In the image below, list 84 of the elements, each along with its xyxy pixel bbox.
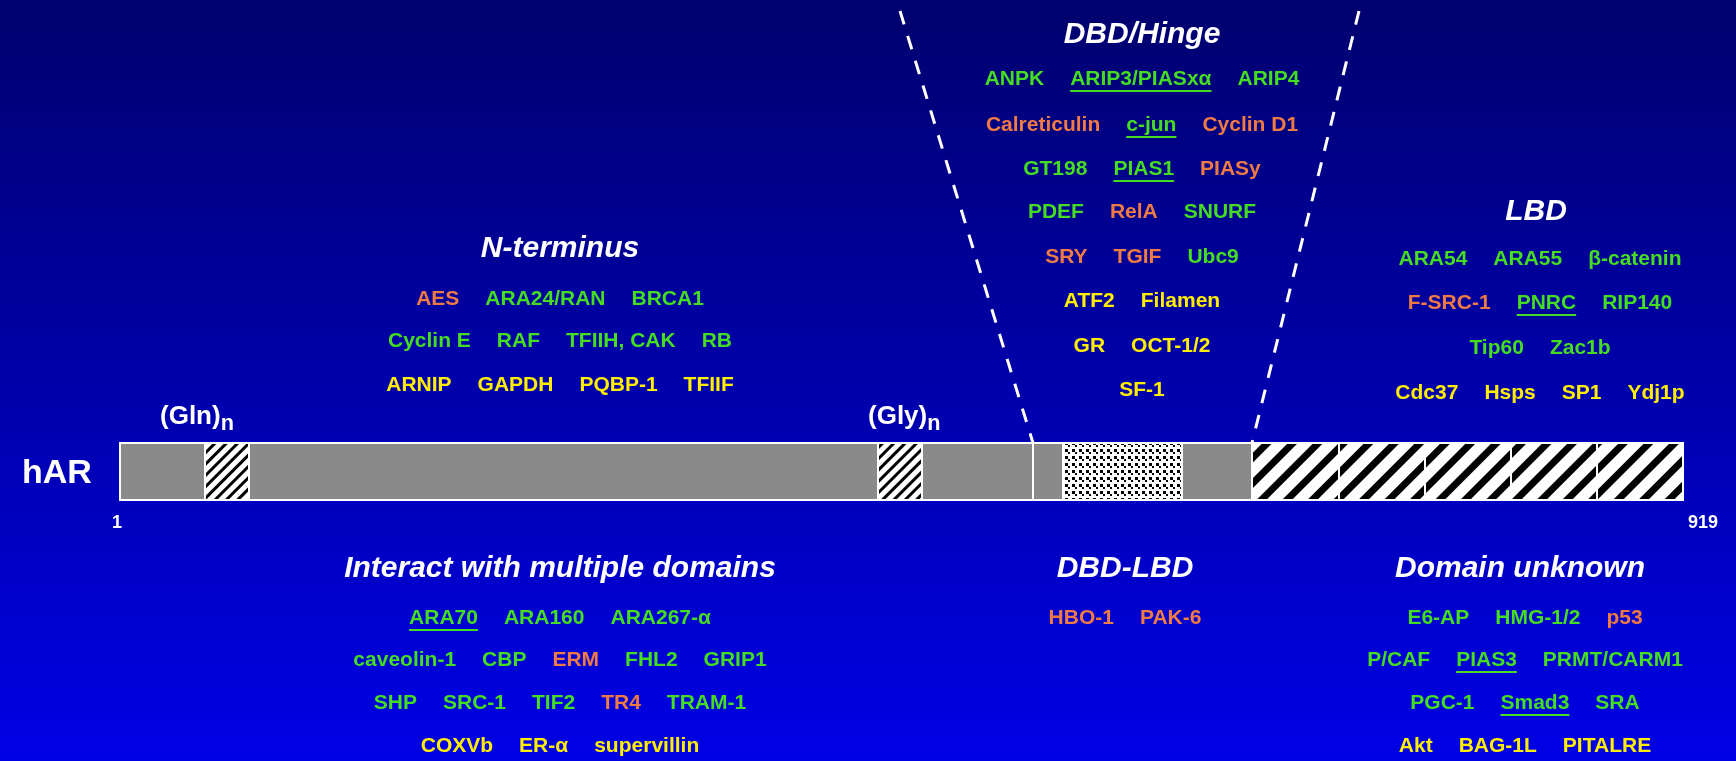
residue-number: 1 (112, 512, 122, 533)
protein-name: ARA24/RAN (485, 286, 606, 310)
protein-name: Cyclin E (388, 328, 471, 352)
protein-name: CBP (482, 647, 527, 671)
protein-name: ATF2 (1063, 288, 1115, 312)
protein-name: Ubc9 (1187, 244, 1239, 268)
protein-name: TGIF (1113, 244, 1162, 268)
protein-name: PIASy (1200, 156, 1261, 180)
protein-name: HMG-1/2 (1495, 605, 1581, 629)
protein-name: Akt (1398, 733, 1433, 757)
protein-name: PIAS1 (1113, 156, 1175, 180)
protein-name: FHL2 (625, 647, 678, 671)
protein-name: ER-α (519, 733, 569, 757)
protein-name: Tip60 (1469, 335, 1524, 359)
protein-name: RB (701, 328, 732, 352)
protein-name: c-jun (1126, 112, 1177, 136)
protein-name: RelA (1109, 199, 1158, 223)
protein-name: PRMT/CARM1 (1542, 647, 1683, 671)
protein-name: p53 (1606, 605, 1643, 629)
protein-name: Zac1b (1549, 335, 1611, 359)
protein-name: ARA160 (503, 605, 585, 629)
protein-name: ARIP3/PIASxα (1070, 66, 1212, 90)
protein-name: E6-AP (1407, 605, 1470, 629)
protein-name: SHP (373, 690, 417, 714)
protein-name: TIF2 (532, 690, 576, 714)
protein-name: GRIP1 (703, 647, 767, 671)
protein-name: ARIP4 (1237, 66, 1300, 90)
protein-name: β-catenin (1588, 246, 1682, 270)
protein-name: supervillin (594, 733, 700, 757)
protein-name: COXVb (420, 733, 494, 757)
protein-name: SP1 (1561, 380, 1602, 404)
domain-heading: DBD/Hinge (1063, 16, 1221, 50)
protein-name: Filamen (1140, 288, 1221, 312)
protein-name: ANPK (984, 66, 1045, 90)
protein-name: Smad3 (1500, 690, 1570, 714)
protein-name: AES (416, 286, 460, 310)
protein-name: PIAS3 (1456, 647, 1517, 671)
protein-name: caveolin-1 (353, 647, 457, 671)
protein-name: GAPDH (477, 372, 554, 396)
protein-name: ARA70 (409, 605, 478, 629)
domain-heading: DBD-LBD (1056, 550, 1194, 584)
protein-name: TFIIH, CAK (566, 328, 676, 352)
protein-name: PDEF (1027, 199, 1084, 223)
protein-name: OCT-1/2 (1131, 333, 1211, 357)
protein-name: Calreticulin (985, 112, 1101, 136)
protein-name: Cdc37 (1395, 380, 1459, 404)
protein-name-label: hAR (22, 452, 92, 491)
protein-name: ARA267-α (610, 605, 711, 629)
protein-name: SRY (1045, 244, 1088, 268)
protein-name: BAG-1L (1458, 733, 1537, 757)
protein-name: ARA55 (1493, 246, 1563, 270)
protein-name: GR (1073, 333, 1106, 357)
domain-heading: Interact with multiple domains (344, 550, 776, 584)
protein-name: ARA54 (1398, 246, 1468, 270)
protein-name: P/CAF (1367, 647, 1431, 671)
protein-name: ERM (552, 647, 600, 671)
protein-name: HBO-1 (1048, 605, 1114, 629)
protein-name: PNRC (1516, 290, 1577, 314)
protein-name: RIP140 (1602, 290, 1673, 314)
protein-name: PQBP-1 (579, 372, 658, 396)
protein-name: Ydj1p (1627, 380, 1685, 404)
protein-name: SNURF (1183, 199, 1257, 223)
protein-name: TRAM-1 (666, 690, 747, 714)
protein-name: SF-1 (1119, 377, 1165, 401)
protein-name: RAF (496, 328, 540, 352)
protein-name: SRA (1595, 690, 1640, 714)
protein-name: GT198 (1023, 156, 1088, 180)
domain-heading: Domain unknown (1395, 550, 1645, 584)
protein-name: PITALRE (1562, 733, 1652, 757)
protein-name: ARNIP (386, 372, 452, 396)
protein-name: F-SRC-1 (1407, 290, 1491, 314)
repeat-label: (Gly)$_{n}$ (868, 400, 941, 437)
repeat-label: (Gln)$_{n}$ (160, 400, 234, 437)
protein-name: PAK-6 (1139, 605, 1202, 629)
protein-name: Cyclin D1 (1202, 112, 1299, 136)
protein-name: BRCA1 (631, 286, 704, 310)
domain-heading: LBD (1505, 193, 1567, 227)
residue-number: 919 (1688, 512, 1719, 533)
protein-name: TFIIF (683, 372, 734, 396)
protein-name: TR4 (601, 690, 641, 714)
protein-name: SRC-1 (443, 690, 506, 714)
domain-heading: N-terminus (480, 230, 640, 264)
protein-name: PGC-1 (1410, 690, 1475, 714)
protein-name: Hsps (1484, 380, 1536, 404)
